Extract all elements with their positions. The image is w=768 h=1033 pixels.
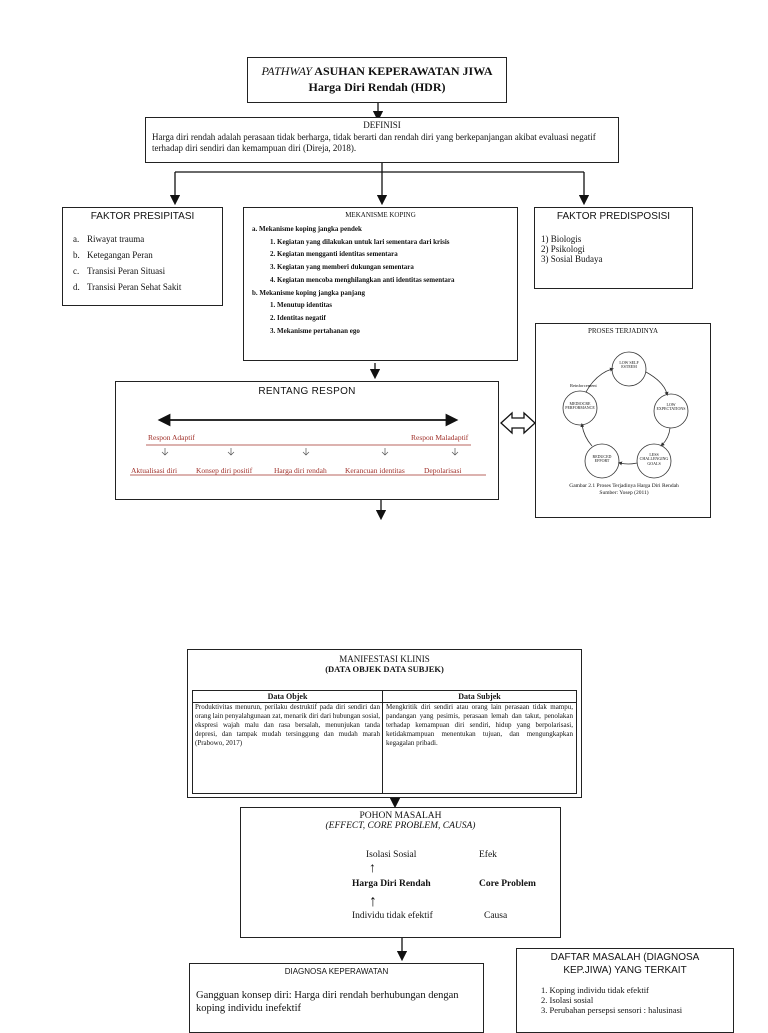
data-subjek-text: Mengkritik diri sendiri atau orang lain …	[386, 703, 573, 748]
list-item: d.Transisi Peran Sehat Sakit	[73, 282, 182, 292]
pohon-subheading: (EFFECT, CORE PROBLEM, CAUSA)	[325, 821, 476, 831]
cycle-label-low-self-esteem: LOW SELF ESTEEM	[619, 360, 639, 370]
proses-heading: PROSES TERJADINYA	[587, 327, 659, 335]
list-item: a.Riwayat trauma	[73, 234, 145, 244]
rentang-item: Depolarisasi	[424, 466, 462, 475]
pohon-masalah-box: POHON MASALAH (EFFECT, CORE PROBLEM, CAU…	[240, 807, 561, 938]
cycle-label-low-expectations: LOW EXPECTATIONS	[656, 402, 686, 412]
rentang-item: Aktualisasi diri	[131, 466, 178, 475]
pohon-effect-label: Isolasi Sosial	[366, 850, 417, 860]
pohon-heading: POHON MASALAH	[359, 811, 442, 821]
list-item: 2) Psikologi	[541, 244, 585, 254]
list-item: 3. Perubahan persepsi sensori : halusina…	[541, 1004, 683, 1015]
arrow-up-icon: ↑	[369, 893, 377, 910]
koping-a-label: a. Mekanisme koping jangka pendek	[252, 224, 362, 233]
daftar-heading: DAFTAR MASALAH (DIAGNOSA KEP.JIWA) YANG …	[550, 952, 700, 976]
diagnosa-box: DIAGNOSA KEPERAWATAN Gangguan konsep dir…	[189, 963, 484, 1033]
proses-caption: Gambar 2.1 Proses Terjadinya Harga Diri …	[569, 483, 679, 497]
koping-b-item: 1. Menutup identitas	[270, 301, 333, 310]
faktor-predisposisi-box: FAKTOR PREDISPOSISI 1) Biologis 2) Psiko…	[534, 207, 693, 289]
title-italic: PATHWAY	[261, 64, 312, 78]
pohon-cause-type: Causa	[484, 911, 508, 921]
koping-a-item: 3. Kegiatan yang memberi dukungan sement…	[270, 263, 414, 271]
title-line2: Harga Diri Rendah (HDR)	[308, 80, 446, 95]
rentang-scale	[130, 413, 486, 476]
list-item: 3) Sosial Budaya	[541, 254, 603, 264]
daftar-masalah-box: DAFTAR MASALAH (DIAGNOSA KEP.JIWA) YANG …	[516, 948, 734, 1033]
cycle-node	[584, 443, 620, 479]
rentang-item: Konsep diri positif	[196, 466, 253, 475]
presipitasi-heading: FAKTOR PRESIPITASI	[90, 211, 195, 222]
data-objek-col: Data Objek Produktivitas menurun, perila…	[193, 691, 383, 793]
title-box: PATHWAY ASUHAN KEPERAWATAN JIWA Harga Di…	[247, 57, 507, 103]
koping-b-item: 2. Identitas negatif	[270, 314, 326, 322]
rentang-respon-box: RENTANG RESPON Respon Adaptif Respon Mal…	[115, 381, 499, 500]
data-subjek-title: Data Subjek	[383, 691, 576, 703]
list-item: b.Ketegangan Peran	[73, 250, 153, 260]
proses-cycle-diagram	[562, 351, 689, 479]
cycle-label-less-challenging-goals: LESS CHALLENGING GOALS	[639, 452, 669, 466]
diagnosa-heading: DIAGNOSA KEPERAWATAN	[284, 967, 389, 976]
definisi-text: Harga diri rendah adalah perasaan tidak …	[152, 131, 596, 154]
pohon-effect-type: Efek	[479, 850, 497, 860]
faktor-presipitasi-box: FAKTOR PRESIPITASI a.Riwayat trauma b.Ke…	[62, 207, 223, 306]
cycle-node	[653, 393, 689, 429]
manifestasi-heading: MANIFESTASI KLINIS	[339, 654, 430, 664]
data-table: Data Objek Produktivitas menurun, perila…	[192, 690, 577, 794]
koping-a-item: 1. Kegiatan yang dilakukan untuk lari se…	[270, 237, 450, 246]
koping-a-item: 4. Kegiatan mencoba menghilangkan anti i…	[270, 275, 455, 284]
cycle-label-reduced-effort: REDUCED EFFORT	[592, 454, 612, 464]
pohon-cause-label: Individu tidak efektif	[352, 911, 433, 921]
data-subjek-col: Data Subjek Mengkritik diri sendiri atau…	[383, 691, 576, 793]
definisi-heading: DEFINISI	[363, 120, 401, 130]
koping-heading: MEKANISME KOPING	[345, 211, 416, 219]
diagnosa-text: Gangguan konsep diri: Harga diri rendah …	[196, 990, 459, 1015]
presipitasi-list: a.Riwayat trauma b.Ketegangan Peran c.Tr…	[73, 234, 212, 292]
list-item: 2. Isolasi sosial	[541, 994, 594, 1005]
koping-a-item: 2. Kegiatan mengganti identitas sementar…	[270, 250, 398, 259]
list-item: 1) Biologis	[541, 234, 582, 244]
rentang-heading: RENTANG RESPON	[258, 386, 356, 397]
cycle-label-mediocre-performance: MEDIOCRE PERFORMANCE	[565, 401, 595, 411]
cycle-node	[562, 390, 598, 426]
respon-adaptif-label: Respon Adaptif	[148, 433, 195, 442]
koping-b-item: 3. Mekanisme pertahanan ego	[270, 326, 360, 335]
proses-box: PROSES TERJADINYA LOW SELF ESTEEM LOW EX…	[535, 323, 711, 518]
arrow-up-icon: ↑	[369, 861, 376, 876]
mekanisme-koping-box: MEKANISME KOPING a. Mekanisme koping jan…	[243, 207, 518, 361]
manifestasi-box: MANIFESTASI KLINIS (DATA OBJEK DATA SUBJ…	[187, 649, 582, 798]
respon-maladaptif-label: Respon Maladaptif	[411, 433, 469, 442]
koping-b-label: b. Mekanisme koping jangka panjang	[252, 288, 366, 297]
pohon-core-label: Harga Diri Rendah	[352, 879, 431, 889]
definisi-box: DEFINISI Harga diri rendah adalah perasa…	[145, 117, 619, 163]
pohon-core-type: Core Problem	[479, 879, 536, 889]
predisposisi-heading: FAKTOR PREDISPOSISI	[556, 211, 671, 222]
cycle-node	[636, 443, 672, 479]
list-item: 1. Koping individu tidak efektif	[541, 985, 649, 995]
data-objek-text: Produktivitas menurun, perilaku destrukt…	[195, 703, 380, 748]
title-rest: ASUHAN KEPERAWATAN JIWA	[311, 64, 493, 78]
manifestasi-subheading: (DATA OBJEK DATA SUBJEK)	[325, 664, 444, 674]
cycle-label-reinforcement: Reinforcement	[570, 383, 597, 388]
data-objek-title: Data Objek	[193, 691, 382, 703]
list-item: c.Transisi Peran Situasi	[73, 266, 166, 276]
title-line1: PATHWAY ASUHAN KEPERAWATAN JIWA	[248, 63, 506, 79]
rentang-item: Kerancuan identitas	[345, 466, 405, 475]
rentang-item: Harga diri rendah	[274, 466, 327, 475]
